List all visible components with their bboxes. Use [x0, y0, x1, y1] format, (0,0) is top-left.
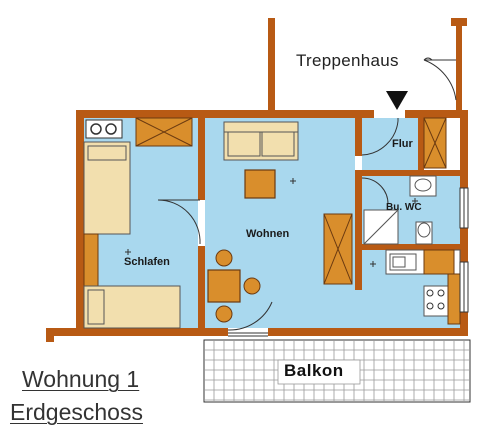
wall-bottom-left — [46, 328, 198, 336]
plan-title-line1: Wohnung 1 — [22, 366, 140, 392]
wall-top-right — [405, 110, 468, 118]
wall-stair-post — [451, 18, 467, 26]
wall-bad-top — [362, 170, 468, 176]
sink — [389, 253, 417, 271]
wall-bottom-mid — [198, 328, 228, 336]
room-label-bad-wc: Bu. WC — [386, 202, 422, 213]
chair — [215, 249, 233, 267]
balcony-tiles — [204, 340, 470, 402]
bad-door-swing — [361, 177, 389, 205]
wall-bottom-left-stub — [46, 328, 54, 342]
floor-flur — [362, 118, 418, 170]
room-label-schlafen: Schlafen — [124, 256, 170, 268]
wall-staircase — [268, 18, 275, 118]
wall-bottom-right — [268, 328, 468, 336]
chair — [215, 305, 233, 323]
treppenhaus-leader — [423, 57, 433, 61]
wall-bad-left — [355, 170, 362, 290]
wall-top-left — [76, 110, 374, 118]
room-label-balkon: Balkon — [284, 361, 344, 380]
flur-wardrobe — [423, 117, 447, 169]
kitchen-cabinet — [423, 249, 455, 275]
coffee-table — [244, 169, 276, 199]
stair-entry — [386, 57, 457, 110]
nightstand-top — [83, 233, 99, 289]
wall-flur-left — [355, 118, 362, 156]
dining-table — [207, 269, 241, 303]
wall-partition-schlafen — [198, 118, 205, 200]
balcony — [203, 339, 471, 403]
bad-fixtures — [361, 175, 437, 245]
wall-partition-schlafen-low — [198, 246, 205, 328]
room-label-wohnen: Wohnen — [246, 228, 290, 240]
toilet — [415, 221, 433, 245]
room-label-flur: Flur — [392, 138, 413, 150]
wall-left — [76, 110, 84, 330]
stair-door-swing — [423, 59, 457, 101]
balcony-door-swing — [227, 301, 273, 331]
room-markers — [125, 178, 418, 267]
entrance-arrow-icon — [386, 91, 408, 110]
kitchen — [385, 249, 461, 325]
flur-door — [361, 118, 399, 156]
plan-title-line2: Erdgeschoss — [10, 399, 143, 425]
wohnen-furniture — [207, 121, 353, 337]
treppenhaus-label: Treppenhaus — [296, 51, 399, 70]
schlafen-door-swing — [157, 199, 201, 245]
balkon-label-backdrop — [277, 359, 361, 385]
wall-stair-right — [456, 26, 462, 110]
windows-right — [459, 187, 469, 313]
chair — [243, 277, 261, 295]
schlafen-furniture — [83, 117, 201, 329]
wall-flur-right — [418, 110, 424, 172]
wall-bad-bottom — [362, 244, 468, 250]
